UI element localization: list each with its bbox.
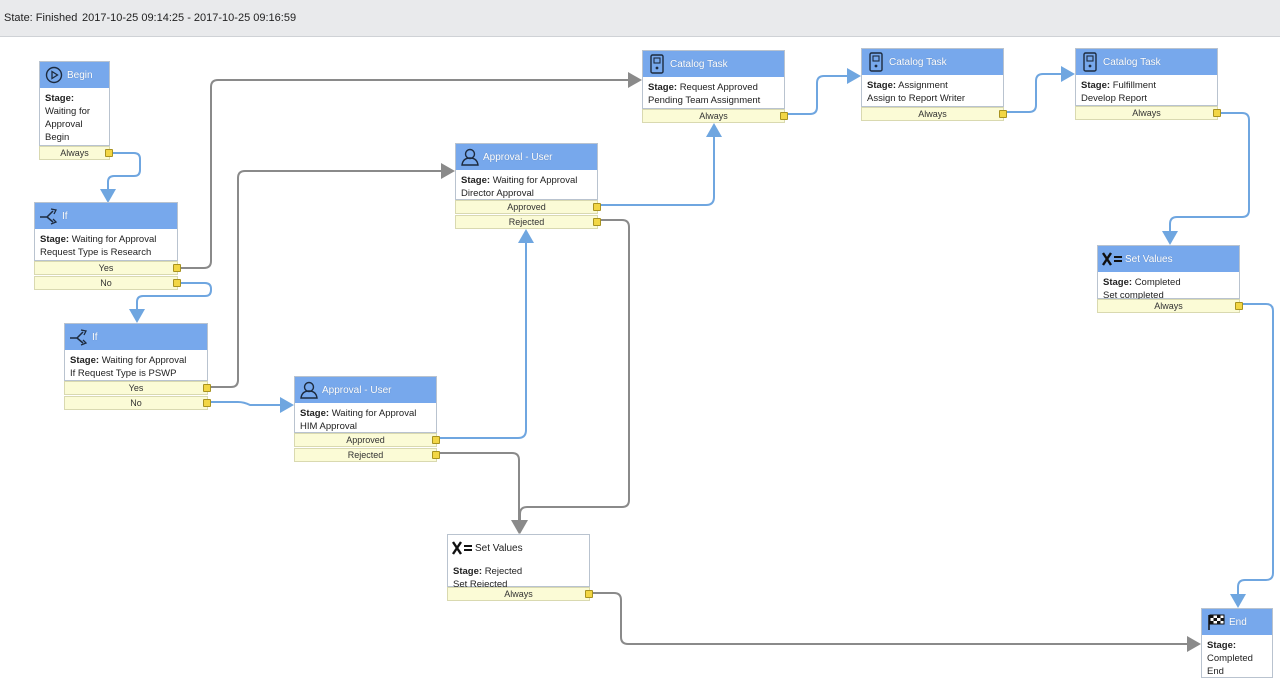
branch-icon xyxy=(69,327,89,347)
node-title: Set Values xyxy=(475,542,523,554)
if1-exit-no[interactable]: No xyxy=(34,276,181,290)
catalog1-exit-always[interactable]: Always xyxy=(642,109,788,123)
node-stage: Stage: Assignment Assign to Report Write… xyxy=(867,80,966,104)
wire-setrejected-to-end xyxy=(593,592,1201,652)
begin-header: Begin xyxy=(40,62,109,88)
node-stage: Stage: Request Approved Pending Team Ass… xyxy=(648,82,761,106)
play-circle-icon xyxy=(44,65,64,85)
node-stage: Stage: Waiting for Approval Director App… xyxy=(461,175,578,199)
connector-knob[interactable] xyxy=(203,399,211,407)
catalog-task-node-1[interactable]: Catalog Task Stage: Request Approved Pen… xyxy=(642,50,785,109)
wire-catalog1-to-catalog2 xyxy=(788,68,861,115)
node-title: If xyxy=(92,331,98,343)
node-title: Catalog Task xyxy=(1103,56,1161,68)
node-title: Approval - User xyxy=(483,151,553,163)
node-stage: Stage: Completed End xyxy=(1207,640,1253,677)
node-stage: Stage: Waiting for Approval Begin xyxy=(45,93,91,143)
workflow-time-range: 2017-10-25 09:14:25 - 2017-10-25 09:16:5… xyxy=(82,12,297,24)
node-title: If xyxy=(62,210,68,222)
node-stage: Stage: Fulfillment Develop Report xyxy=(1081,80,1156,104)
wire-if1-yes-to-catalog1 xyxy=(180,72,642,269)
if2-exit-no[interactable]: No xyxy=(64,396,211,410)
connector-knob[interactable] xyxy=(1213,109,1221,117)
if1-exit-yes[interactable]: Yes xyxy=(34,261,181,275)
approval-him-node[interactable]: Approval - User Stage: Waiting for Appro… xyxy=(294,376,437,433)
connector-knob[interactable] xyxy=(173,279,181,287)
director-exit-approved[interactable]: Approved xyxy=(455,200,601,214)
wire-catalog3-to-setcompleted xyxy=(1162,112,1250,245)
begin-node[interactable]: Begin Stage: Waiting for Approval Begin xyxy=(39,61,110,146)
connector-knob[interactable] xyxy=(1235,302,1243,310)
set-values-completed-node[interactable]: Set Values Stage: Completed Set complete… xyxy=(1097,245,1240,301)
connector-knob[interactable] xyxy=(432,451,440,459)
checkered-flag-icon xyxy=(1206,612,1226,632)
connector-knob[interactable] xyxy=(593,218,601,226)
connector-knob[interactable] xyxy=(203,384,211,392)
branch-icon xyxy=(39,206,59,226)
catalog-task-icon xyxy=(866,52,886,72)
wire-him-rejected-to-setrejected xyxy=(440,452,527,534)
connector-knob[interactable] xyxy=(432,436,440,444)
wire-director-approved-to-catalog1 xyxy=(600,123,722,206)
if2-exit-yes[interactable]: Yes xyxy=(64,381,211,395)
node-title: Catalog Task xyxy=(889,56,947,68)
catalog3-exit-always[interactable]: Always xyxy=(1075,106,1221,120)
catalog-task-icon xyxy=(1080,52,1100,72)
wire-if2-no-to-him xyxy=(210,397,294,413)
node-title: Set Values xyxy=(1125,253,1173,265)
wire-begin-to-if1 xyxy=(100,152,141,203)
him-exit-approved[interactable]: Approved xyxy=(294,433,440,447)
wire-catalog2-to-catalog3 xyxy=(1006,66,1075,113)
node-stage: Stage: Waiting for Approval HIM Approval xyxy=(300,408,417,432)
connector-knob[interactable] xyxy=(593,203,601,211)
end-node[interactable]: End Stage: Completed End xyxy=(1201,608,1273,678)
wire-director-rejected-to-setrejected xyxy=(512,219,630,534)
node-stage: Stage: Waiting for Approval If Request T… xyxy=(70,355,187,379)
wire-him-approved-to-director xyxy=(440,229,534,439)
begin-exit-always[interactable]: Always xyxy=(39,146,113,160)
user-icon xyxy=(299,380,319,400)
node-title: Catalog Task xyxy=(670,58,728,70)
user-icon xyxy=(460,147,480,167)
node-stage: Stage: Waiting for Approval Request Type… xyxy=(40,234,157,258)
if-node-research[interactable]: If Stage: Waiting for Approval Request T… xyxy=(34,202,178,261)
set-values-rejected-node[interactable]: Set Values Stage: Rejected Set Rejected xyxy=(447,534,590,590)
connector-knob[interactable] xyxy=(173,264,181,272)
setcompleted-exit-always[interactable]: Always xyxy=(1097,299,1243,313)
connector-knob[interactable] xyxy=(585,590,593,598)
wire-setcompleted-to-end xyxy=(1230,303,1274,608)
node-title: Begin xyxy=(67,69,93,81)
node-title: End xyxy=(1229,616,1247,628)
approval-director-node[interactable]: Approval - User Stage: Waiting for Appro… xyxy=(455,143,598,200)
director-exit-rejected[interactable]: Rejected xyxy=(455,215,601,229)
catalog-task-icon xyxy=(647,54,667,74)
wire-if2-yes-to-director xyxy=(210,163,455,388)
wire-if1-no-to-if2 xyxy=(129,282,212,323)
node-stage: Stage: Completed Set completed xyxy=(1103,277,1181,301)
connector-knob[interactable] xyxy=(999,110,1007,118)
node-title: Approval - User xyxy=(322,384,392,396)
workflow-status-bar: State: Finished 2017-10-25 09:14:25 - 20… xyxy=(0,0,1280,37)
setrejected-exit-always[interactable]: Always xyxy=(447,587,593,601)
catalog-task-node-2[interactable]: Catalog Task Stage: Assignment Assign to… xyxy=(861,48,1004,107)
if-node-pswp[interactable]: If Stage: Waiting for Approval If Reques… xyxy=(64,323,208,381)
workflow-state: State: Finished xyxy=(4,12,78,24)
connector-knob[interactable] xyxy=(105,149,113,157)
set-values-icon xyxy=(452,538,472,558)
catalog-task-node-3[interactable]: Catalog Task Stage: Fulfillment Develop … xyxy=(1075,48,1218,106)
catalog2-exit-always[interactable]: Always xyxy=(861,107,1007,121)
him-exit-rejected[interactable]: Rejected xyxy=(294,448,440,462)
node-stage: Stage: Rejected Set Rejected xyxy=(453,566,523,590)
connector-knob[interactable] xyxy=(780,112,788,120)
set-values-icon xyxy=(1102,249,1122,269)
